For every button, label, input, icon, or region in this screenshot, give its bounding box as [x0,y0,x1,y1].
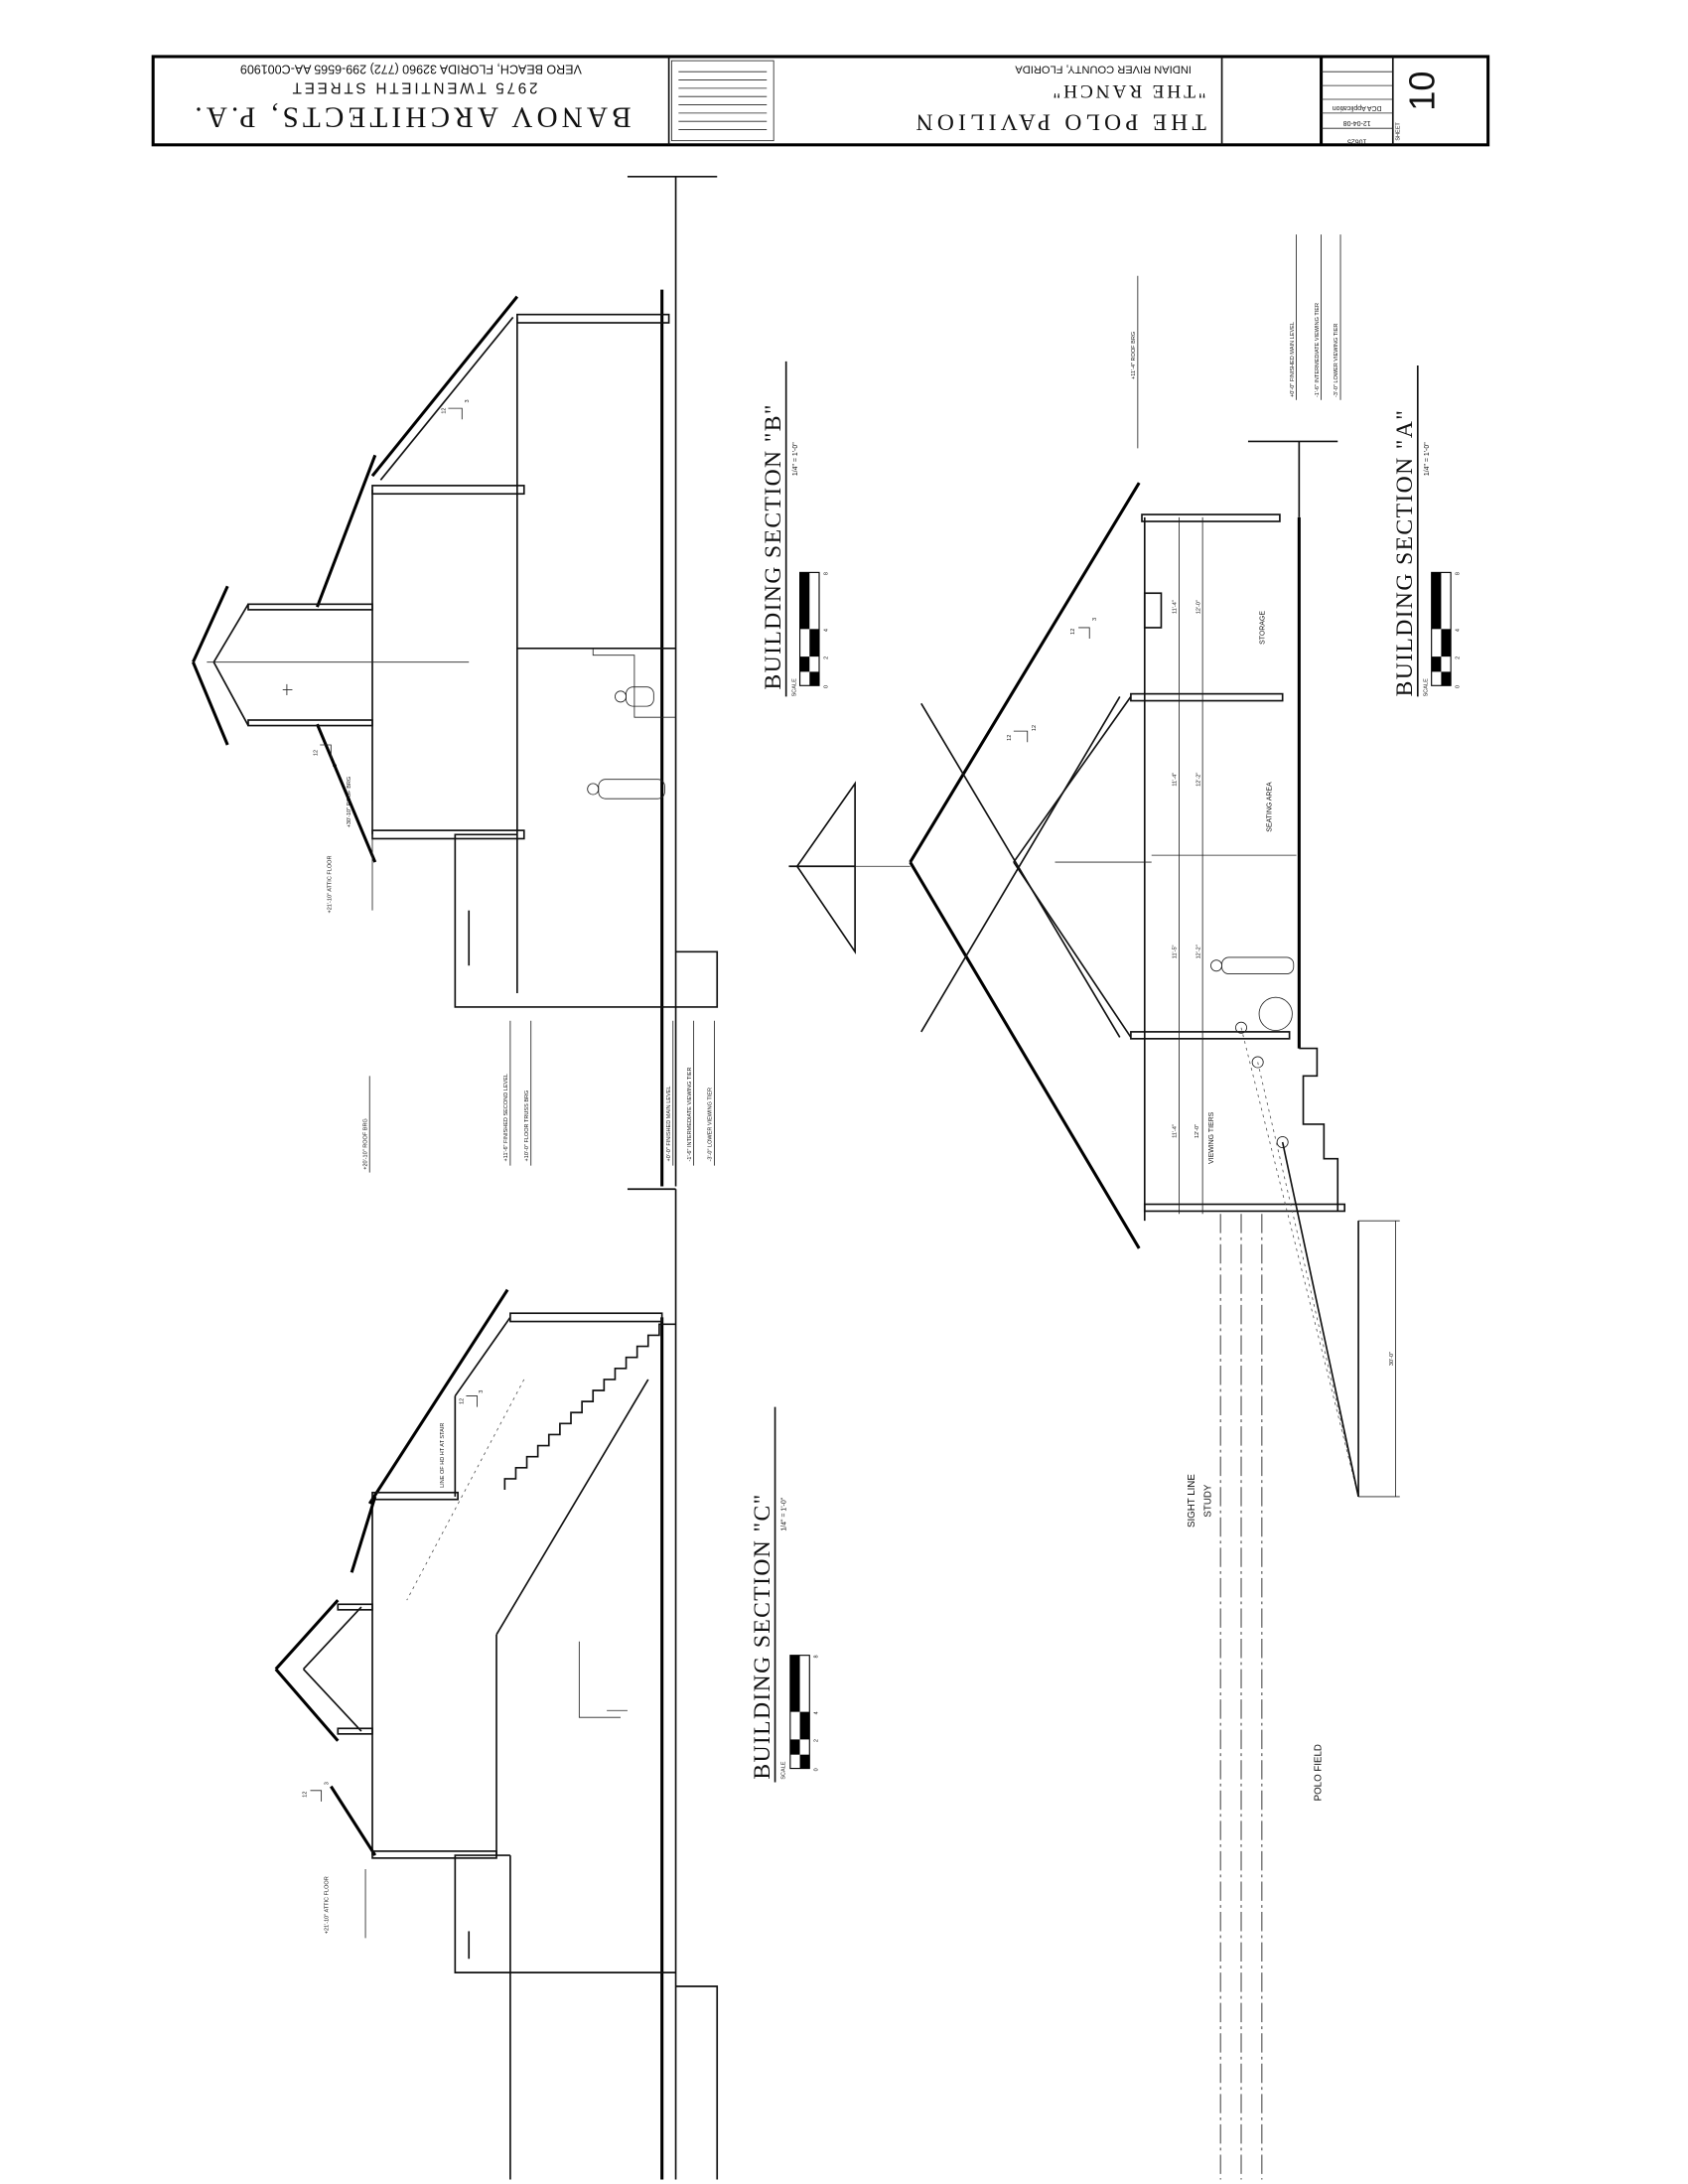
svg-text:8: 8 [814,1655,820,1658]
svg-text:4: 4 [1455,629,1461,632]
sheet-number: 10 [1401,72,1442,111]
stamp-fine-print [678,71,768,130]
dimension: 12'-0" [1195,1124,1200,1138]
dimension: 11'-4" [1173,600,1179,614]
svg-text:12: 12 [1070,629,1076,635]
svg-text:3: 3 [1092,618,1098,621]
building-section-b-drawing: +30'-10" ROOF BRG +21'-10" ATTIC FLOOR +… [192,175,719,1187]
scale-bar: 0 2 4 8 [1431,571,1461,688]
section-scale-text: 1/4" = 1'-0" [781,1497,788,1530]
project-title: THE POLO PAVILION [912,108,1205,134]
section-a-title: BUILDING SECTION "A" 1/4" = 1'-0" SCALE … [1392,365,1461,696]
svg-text:12: 12 [460,1398,466,1404]
dimension: 12'-2" [1196,773,1201,787]
firm-name: BANOV ARCHITECTS, P.A. [191,100,632,132]
svg-text:2: 2 [823,656,829,659]
human-figure [587,779,665,800]
room-label: STORAGE [1260,611,1267,645]
svg-text:2: 2 [814,1739,820,1742]
scale-bar: 0 2 4 8 [789,1655,820,1771]
room-label: VIEWING TIERS [1208,1111,1215,1164]
dimension: 12'-0" [1196,600,1201,614]
dimension: 11'-5" [1173,945,1179,958]
dimension: 11'-4" [1173,773,1179,787]
sight-dimension: 30'-0" [1389,1352,1395,1366]
svg-text:8: 8 [1455,572,1461,575]
section-title: BUILDING SECTION "B" [761,403,786,689]
svg-text:3: 3 [325,1782,331,1785]
level-label: +11'-4" ROOF BRG [1131,332,1137,379]
stair-note: LINE OF HD HT AT STAIR [440,1423,446,1488]
svg-text:0: 0 [823,685,829,688]
section-title: BUILDING SECTION "C" [750,1493,775,1779]
svg-text:12: 12 [1032,725,1038,731]
pitch-marker: 12 3 [1070,618,1098,640]
scale-label: SCALE [780,1761,786,1779]
polo-field-label: POLO FIELD [1314,1744,1325,1801]
sheet-label: SHEET [1396,122,1402,141]
svg-text:0: 0 [814,1768,820,1771]
dimension: 12'-2" [1196,945,1201,958]
sight-line-label: SIGHT LINE [1187,1474,1197,1528]
wheelchair-figure [1235,996,1293,1034]
section-scale-text: 1/4" = 1'-0" [792,442,799,476]
level-label: +0'-0" FINISHED MAIN LEVEL [1290,322,1296,397]
level-label: +20'-10" ROOF BRG [362,1118,368,1170]
room-label: SEATING AREA [1267,782,1274,832]
dimension: 11'-4" [1173,1124,1179,1138]
svg-text:2: 2 [1455,656,1461,659]
scale-label: SCALE [1424,678,1430,696]
pitch-marker: 12 3 [313,744,339,767]
svg-text:12: 12 [442,407,448,413]
project-subtitle: "THE RANCH" [1051,80,1206,101]
issue-date: 12-04-08 [1343,119,1371,126]
svg-text:0: 0 [1455,685,1461,688]
svg-text:12: 12 [313,750,319,756]
firm-city-phone: VERO BEACH, FLORIDA 32960 (772) 299-6565… [240,62,582,75]
svg-text:12: 12 [302,1792,308,1798]
level-label: -3'-0" LOWER VIEWING TIER [708,1088,714,1161]
sight-line-label: STUDY [1202,1484,1213,1517]
svg-text:12: 12 [1007,735,1013,741]
level-label: -3'-0" LOWER VIEWING TIER [1334,324,1339,397]
svg-text:3: 3 [479,1390,485,1393]
svg-text:4: 4 [823,629,829,632]
section-c-title: BUILDING SECTION "C" 1/4" = 1'-0" SCALE … [750,1406,820,1783]
issue-description: DCA Application [1333,104,1382,111]
firm-street: 2975 TWENTIETH STREET [290,78,538,95]
title-block: BANOV ARCHITECTS, P.A. 2975 TWENTIETH ST… [151,55,1490,147]
job-number: 10625 [1347,137,1366,144]
building-section-a-drawing: +11'-4" ROOF BRG +0'-0" FINISHED MAIN LE… [788,234,1400,2180]
human-figure [615,686,654,707]
svg-text:8: 8 [823,572,829,575]
section-b-title: BUILDING SECTION "B" 1/4" = 1'-0" SCALE … [761,361,829,696]
level-label: +10'-0" FLOOR TRUSS BRG [524,1091,530,1162]
svg-text:3: 3 [465,399,471,402]
level-label: +21'-10" ATTIC FLOOR [327,855,333,913]
level-label: +11'-6" FINISHED SECOND LEVEL [503,1074,509,1161]
level-label: +30'-10" ROOF BRG [347,777,352,828]
building-section-c-drawing: +21'-10" ATTIC FLOOR LINE OF HD HT AT ST… [274,1188,719,2180]
scale-label: SCALE [791,678,797,696]
project-location: INDIAN RIVER COUNTY, FLORIDA [1015,64,1192,75]
pitch-marker: 12 3 [302,1782,331,1802]
level-label: -1'-6" INTERMEDIATE VIEWING TIER [1315,303,1321,397]
section-scale-text: 1/4" = 1'-0" [1424,442,1431,476]
pitch-marker: 12 3 [442,399,471,420]
svg-text:4: 4 [814,1711,820,1714]
scale-bar: 0 2 4 8 [799,571,829,688]
svg-text:3: 3 [333,764,339,767]
level-label: +0'-0" FINISHED MAIN LEVEL [666,1087,672,1162]
level-label: +21'-10" ATTIC FLOOR [325,1876,331,1934]
section-title: BUILDING SECTION "A" [1392,409,1418,697]
pitch-marker: 12 3 [460,1390,485,1407]
human-figure [1210,956,1295,974]
human-figure [1251,1056,1289,1148]
level-label: -1'-6" INTERMEDIATE VIEWING TIER [687,1067,693,1161]
pitch-marker: 12 12 [1007,725,1038,743]
